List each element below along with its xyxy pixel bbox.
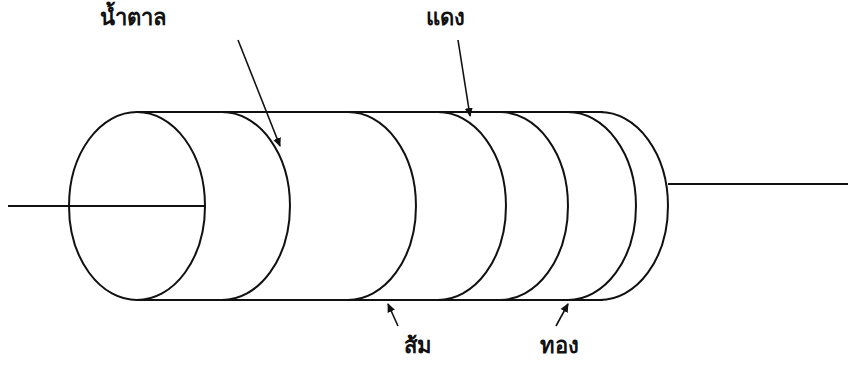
- leader-line: [388, 304, 398, 326]
- body-top: [137, 111, 603, 113]
- color-label: แดง: [426, 6, 465, 30]
- leader-line: [458, 40, 470, 116]
- color-label: ส้ม: [404, 334, 432, 358]
- band-edge: [568, 112, 636, 300]
- body-bottom: [137, 299, 603, 301]
- color-label: น้ำตาล: [100, 6, 166, 30]
- band-edge: [222, 112, 290, 300]
- band-edge: [438, 112, 506, 300]
- right-lead: [668, 183, 848, 185]
- band-edge: [500, 112, 568, 300]
- body-end: [600, 112, 668, 300]
- end-cap: [69, 112, 205, 300]
- band-edge: [348, 112, 416, 300]
- resistor-symbol: [8, 112, 848, 300]
- color-label: ทอง: [540, 334, 579, 358]
- leader-line: [238, 40, 280, 146]
- leader-lines: [238, 40, 568, 326]
- leader-line: [556, 304, 568, 326]
- left-lead: [8, 205, 205, 207]
